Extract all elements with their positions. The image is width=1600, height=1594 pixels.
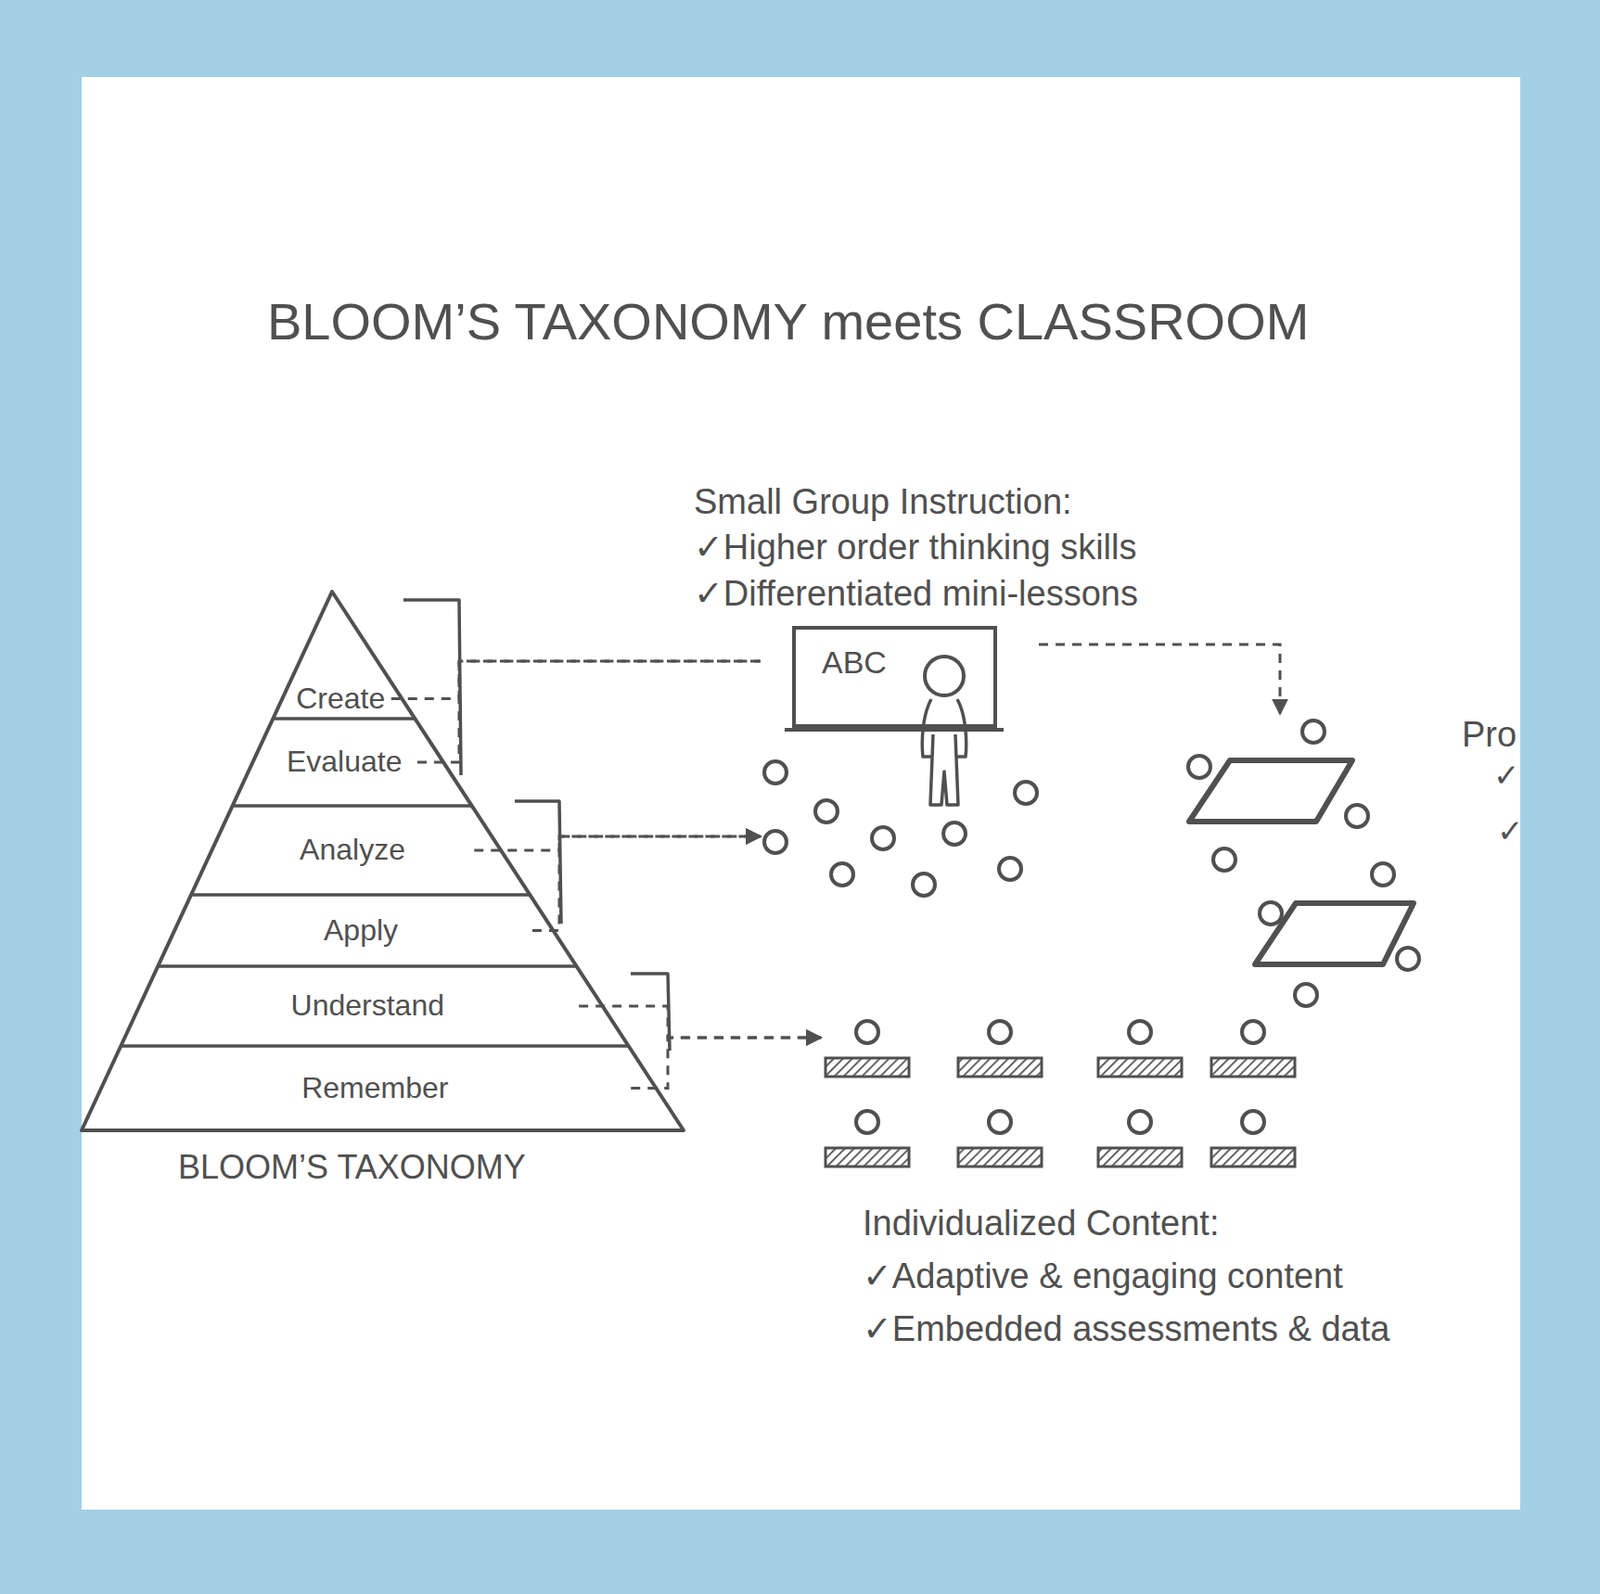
pyramid-band: Evaluate [270, 722, 418, 803]
student-circle [1302, 720, 1325, 743]
student-desk [1098, 1058, 1182, 1077]
check-mark: ✓ [1493, 758, 1521, 794]
node-text: ✓Differentiated mini-lessons [693, 571, 1139, 617]
pyramid-band: Understand [155, 970, 579, 1043]
text-group: Pro [1461, 714, 1517, 757]
student-circle [815, 800, 838, 823]
dashed-connector [578, 1006, 821, 1038]
student-circle [998, 857, 1022, 881]
small-group-area: Small Group Instruction:✓Higher order th… [760, 627, 1039, 900]
student-circle [988, 1021, 1012, 1044]
text-group: Create [290, 682, 392, 716]
node-text: Pro [1461, 714, 1517, 757]
student-circle [912, 873, 935, 896]
title-text: BLOOM’S TAXONOMY meets CLASSROOM [267, 293, 1309, 351]
node-text: ✓Higher order thinking skills [693, 524, 1139, 571]
student-desk [825, 1058, 909, 1077]
student-circle [1371, 863, 1395, 886]
student-circle [1128, 1021, 1152, 1044]
student-circle [871, 827, 895, 850]
student-circle [856, 1111, 879, 1134]
band-divider [120, 1044, 628, 1049]
dashed-connector [473, 836, 761, 851]
pyramid: BLOOM’S TAXONOMYCreateEvaluateAnalyzeApp… [81, 591, 684, 1131]
text-group: BLOOM’S TAXONOMY [178, 1147, 526, 1188]
group-table [1254, 903, 1414, 965]
whiteboard [793, 627, 996, 727]
dashed-connector [532, 836, 761, 932]
individual-area: Individualized Content:✓Adaptive & engag… [820, 1010, 1306, 1178]
student-circle [831, 863, 854, 886]
band-label: Evaluate [286, 745, 403, 779]
pyramid-band: Create [290, 682, 392, 716]
node-text: BLOOM’S TAXONOMY [178, 1147, 526, 1188]
band-label: Apply [323, 914, 398, 948]
text-group: Remember [118, 1049, 631, 1127]
text-group: Apply [189, 898, 533, 963]
student-circle [1345, 805, 1369, 828]
node-text: ✓Adaptive & engaging content [862, 1250, 1390, 1304]
student-circle [1396, 947, 1420, 971]
bracket [630, 973, 670, 1051]
student-circle [1241, 1111, 1265, 1134]
pyramid-band: Remember [118, 1049, 631, 1127]
student-desk [958, 1058, 1042, 1077]
band-label: Create [295, 682, 385, 716]
student-desk [958, 1148, 1042, 1167]
project-area: Pro [1183, 714, 1429, 1012]
dashed-connector [630, 1037, 821, 1089]
bracket [403, 600, 461, 776]
group-table [1189, 760, 1353, 822]
student-circle [1128, 1111, 1152, 1134]
student-circle [988, 1111, 1012, 1134]
band-divider [157, 964, 576, 969]
student-circle [1188, 755, 1211, 779]
band-divider [232, 804, 473, 808]
pyramid-triangle [81, 591, 684, 1131]
student-desk [1211, 1148, 1295, 1167]
student-desk [825, 1148, 909, 1167]
student-circle [764, 761, 787, 784]
student-circle [1241, 1021, 1265, 1044]
student-circle [764, 831, 787, 854]
teacher-head [924, 656, 964, 696]
band-label: Remember [301, 1072, 448, 1105]
node-text: Individualized Content: [862, 1197, 1390, 1251]
pyramid-band: Analyze [230, 809, 475, 892]
check-mark: ✓ [1497, 814, 1524, 849]
band-divider [191, 893, 530, 897]
student-circle [943, 822, 966, 845]
student-circle [1294, 984, 1318, 1007]
pyramid-band: Apply [189, 898, 533, 963]
student-circle [1014, 781, 1037, 805]
text-group: Analyze [230, 809, 475, 892]
student-desk [1098, 1148, 1182, 1167]
text-group: Individualized Content:✓Adaptive & engag… [862, 1197, 1390, 1357]
student-circle [856, 1021, 879, 1044]
node-text: Small Group Instruction: [693, 479, 1139, 525]
band-label: Analyze [299, 833, 406, 867]
teacher-body [921, 699, 966, 806]
dashed-connector [417, 661, 761, 763]
band-divider [272, 716, 415, 721]
text-group: Understand [155, 970, 579, 1043]
band-label: Understand [291, 989, 445, 1023]
node-text: ✓Embedded assessments & data [862, 1303, 1390, 1357]
student-desk [1211, 1058, 1295, 1077]
text-group: Small Group Instruction:✓Higher order th… [693, 479, 1139, 617]
whiteboard-ledge [784, 728, 1004, 732]
dashed-connector [1038, 644, 1280, 715]
student-circle [1213, 848, 1236, 871]
student-circle [1259, 902, 1282, 925]
dashed-connector [391, 661, 761, 699]
board-text: ABC [821, 645, 887, 680]
text-group: Evaluate [270, 722, 418, 803]
